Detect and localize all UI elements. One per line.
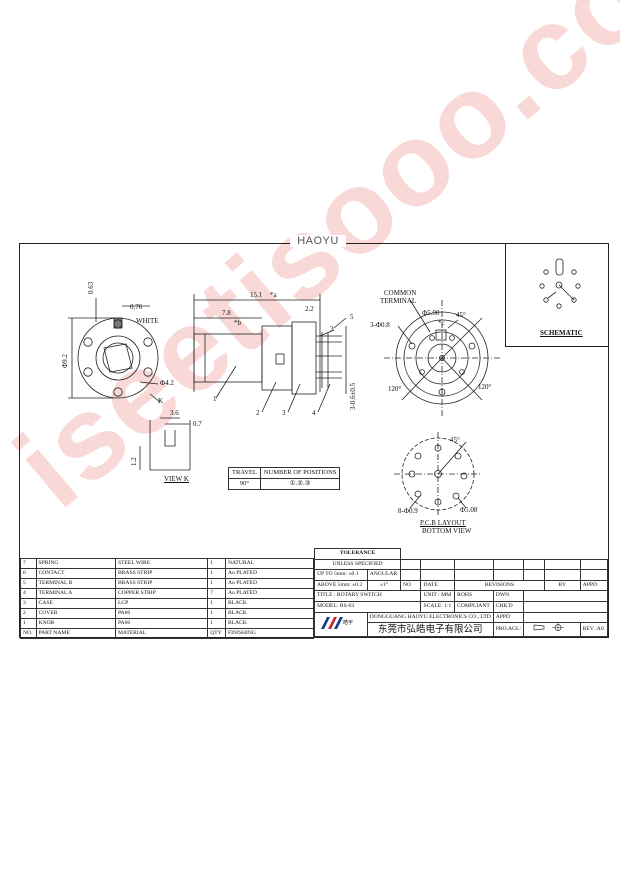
- dim-pitch: 3-0.6±0.5: [349, 382, 357, 410]
- callout-2: 2: [256, 409, 260, 417]
- schematic-title: SCHEMATIC: [540, 329, 583, 337]
- proagl-field: PRO.AGL:: [492, 622, 525, 637]
- common-1: COMMON: [384, 289, 417, 297]
- mark-c: *c: [438, 319, 445, 327]
- angle-120-right: 120°: [478, 383, 492, 391]
- travel-value: 90°: [228, 478, 261, 490]
- projection-symbols: [523, 622, 581, 637]
- view-k-height: 1.2: [130, 457, 138, 466]
- callout-1: 1: [213, 395, 217, 403]
- angle-45: 45°: [456, 311, 466, 319]
- dim-top: 0.63: [87, 281, 95, 294]
- view-k-drawing: [139, 417, 191, 471]
- rohs-field: ROHS: [454, 590, 494, 602]
- callout-5: 5: [350, 313, 354, 321]
- pcb-holes: 8-Φ0.9: [398, 507, 418, 515]
- callout-4: 4: [312, 409, 316, 417]
- pcb-subtitle: BOTTOM VIEW: [422, 527, 472, 535]
- compliant-field: COMPLIANT: [454, 600, 494, 613]
- tolerance-up-to: UP TO 5mm: ±0.1: [314, 569, 368, 581]
- dim-pin: 2.2: [305, 305, 314, 313]
- angular-label: ANGULAR: [366, 569, 401, 581]
- company-cn: 东莞市弘皓电子有限公司: [366, 622, 494, 637]
- travel-header: TRAVEL: [228, 467, 261, 479]
- hole-small: 3-Φ0.8: [370, 321, 390, 329]
- logo-cell: 皓宇: [314, 611, 368, 637]
- chkd-field: CHK'D: [492, 600, 525, 613]
- positions-value: ①.②.③: [259, 478, 341, 490]
- schematic-box: [505, 243, 609, 347]
- scale-field: SCALE: 1:1: [420, 600, 456, 613]
- callout-3a: 3: [330, 325, 334, 333]
- title-field: TITLE : ROTARY SWITCH: [313, 590, 422, 602]
- rev-appd-header: APPD: [579, 579, 609, 592]
- dim-shaft: 7.8: [222, 309, 231, 317]
- schematic-drawing: [539, 258, 581, 309]
- projection-icon: [533, 623, 564, 633]
- appd2-field: APPD: [492, 611, 525, 624]
- arrow-k: K: [158, 397, 164, 405]
- model-field: MODEL: RS-03: [313, 600, 422, 613]
- common-2: TERMINAL: [380, 297, 417, 305]
- dia-hole: Φ4.2: [160, 379, 174, 387]
- rev-date-header: DATE: [420, 579, 456, 592]
- angle-120-left: 120°: [388, 385, 402, 393]
- logo-text: 皓宇: [343, 619, 354, 626]
- tolerance-above: ABOVE 5mm: ±0.2: [314, 579, 368, 592]
- tolerance-title: TOLERANCE: [314, 548, 401, 560]
- unit-field: UNIT : MM: [420, 590, 456, 602]
- rev-field: REV :A0: [579, 622, 609, 637]
- rear-view-drawing: [384, 299, 500, 416]
- dim-right: 0.76: [130, 303, 143, 311]
- side-view-drawing: [193, 294, 347, 413]
- title-block: TOLERANCE UNLESS SPECIFIED UP TO 5mm: ±0…: [313, 548, 609, 637]
- company-logo-icon: [321, 616, 343, 629]
- positions-header: NUMBER OF POSITIONS: [259, 467, 341, 479]
- view-k-width: 3.6: [170, 409, 179, 417]
- hole-big: Φ5.08: [422, 309, 440, 317]
- pcb-angle: 45°: [450, 436, 460, 444]
- revisions-header: REVISIONS: [454, 579, 545, 592]
- view-k-slot: 0.7: [193, 420, 202, 428]
- dim-total: 15.1: [250, 291, 263, 299]
- mark-b: *b: [234, 319, 241, 327]
- company-en: DONGGUANG HAOYU ELECTRONICS CO., LTD: [366, 611, 494, 624]
- pcb-title: P.C.B LAYOUT: [420, 519, 466, 527]
- dia-vertical: Φ9.2: [61, 354, 69, 368]
- brand-header: HAOYU: [290, 235, 346, 247]
- dwn-field: DWN: [492, 590, 525, 602]
- front-view-drawing: [68, 298, 161, 403]
- rev-no-header: NO: [399, 579, 422, 592]
- tolerance-unless: UNLESS SPECIFIED: [314, 558, 401, 571]
- pcb-layout-drawing: [394, 432, 482, 516]
- pcb-circle: Φ5.08: [460, 506, 478, 514]
- white-label: WHITE: [136, 317, 159, 325]
- mark-a: *a: [270, 291, 277, 299]
- angular-value: ±1°: [366, 579, 401, 592]
- callout-3: 3: [282, 409, 286, 417]
- rev-by-header: BY: [543, 579, 581, 592]
- view-k-title: VIEW K: [164, 475, 189, 483]
